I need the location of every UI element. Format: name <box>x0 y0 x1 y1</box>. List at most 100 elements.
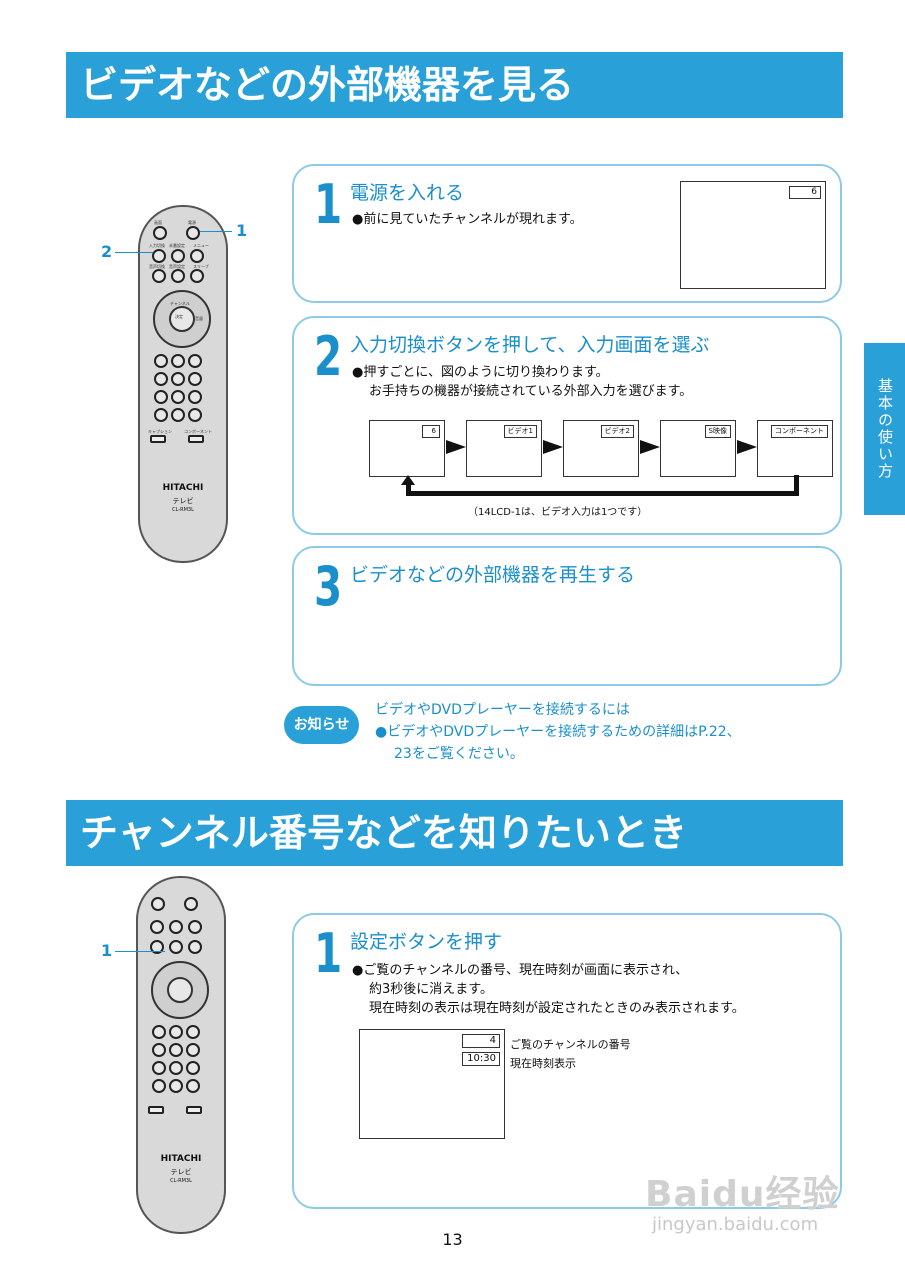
number-button <box>169 1079 183 1093</box>
channel-label: 6 <box>789 186 821 199</box>
number-button <box>169 1043 183 1057</box>
loop-line <box>794 475 799 496</box>
callout-1: 1 <box>101 941 113 960</box>
remote-button <box>151 897 165 911</box>
remote-label: 入力切換 <box>149 243 165 248</box>
remote-label: メニュー <box>193 243 209 248</box>
number-button <box>171 372 185 386</box>
number-button <box>169 1025 183 1039</box>
callout-line <box>115 951 165 952</box>
component-button <box>186 1106 202 1114</box>
remote-button <box>171 249 185 263</box>
menu-button <box>188 920 202 934</box>
remote-button <box>150 940 164 954</box>
screen-label: 6 <box>422 425 440 438</box>
input-screen: 6 <box>369 420 445 477</box>
step-text: お手持ちの機器が接続されている外部入力を選びます。 <box>369 384 693 399</box>
step-title: 入力切換ボタンを押して、入力画面を選ぶ <box>350 334 710 356</box>
number-button <box>186 1061 200 1075</box>
remote-label: キャプション <box>148 429 172 434</box>
page-number: 13 <box>442 1230 463 1249</box>
number-button <box>154 354 168 368</box>
remote-label: 決定 <box>175 314 183 319</box>
remote-button <box>153 226 167 240</box>
remote-control-illustration: 画面 電源 入力切換 未番設定 メニュー 音声切換 音声設定 スリープ 決定 チ… <box>138 205 228 563</box>
input-screen: コンポーネント <box>757 420 833 477</box>
remote-control-illustration: HITACHI テレビ CL-RM3L <box>136 876 226 1234</box>
info-badge: お知らせ <box>284 706 359 744</box>
sleep-button <box>190 269 204 283</box>
screen-label: ビデオ2 <box>600 425 634 438</box>
power-button <box>186 226 200 240</box>
arrow-right-icon <box>446 440 466 454</box>
remote-button <box>169 920 183 934</box>
dpad: 決定 チャンネル 音量 <box>153 290 211 348</box>
remote-brand: HITACHI <box>162 483 204 493</box>
remote-label: チャンネル <box>170 301 190 306</box>
callout-line <box>115 252 153 253</box>
channel-number: 4 <box>462 1034 500 1048</box>
loop-line <box>406 484 411 496</box>
select-button <box>169 306 195 332</box>
step-number: 1 <box>314 173 343 236</box>
step-title: 設定ボタンを押す <box>350 931 503 953</box>
input-switch-button <box>150 920 164 934</box>
remote-brand: HITACHI <box>160 1154 202 1164</box>
watermark-logo: Baidu经验 <box>645 1174 840 1215</box>
remote-button <box>169 940 183 954</box>
sleep-button <box>188 940 202 954</box>
section-title: チャンネル番号などを知りたいとき <box>66 800 843 866</box>
side-tab: 基本の使い方 <box>864 343 905 515</box>
number-button <box>186 1025 200 1039</box>
number-button <box>171 390 185 404</box>
number-button <box>152 1061 166 1075</box>
callout-1: 1 <box>236 221 248 240</box>
number-button <box>169 1061 183 1075</box>
step-3-box: 3 ビデオなどの外部機器を再生する <box>292 546 842 686</box>
number-button <box>171 408 185 422</box>
watermark-url: jingyan.baidu.com <box>652 1214 819 1235</box>
current-time: 10:30 <box>462 1052 500 1066</box>
loop-line <box>406 491 799 496</box>
power-button <box>184 897 198 911</box>
step-note: （14LCD-1は、ビデオ入力は1つです） <box>468 507 648 518</box>
number-button <box>154 390 168 404</box>
step-title: ビデオなどの外部機器を再生する <box>350 564 636 586</box>
remote-model-jp: テレビ <box>172 497 194 505</box>
arrow-right-icon <box>543 440 563 454</box>
number-button <box>152 1025 166 1039</box>
step-title: 電源を入れる <box>350 182 465 204</box>
number-button <box>188 372 202 386</box>
info-line: ●ビデオやDVDプレーヤーを接続するための詳細はP.22、 <box>375 724 741 740</box>
step-1-box: 1 設定ボタンを押す ●ご覧のチャンネルの番号、現在時刻が画面に表示され、 約3… <box>292 913 842 1209</box>
step-text: 現在時刻の表示は現在時刻が設定されたときのみ表示されます。 <box>369 1001 745 1016</box>
callout-2: 2 <box>101 242 113 261</box>
number-button <box>188 390 202 404</box>
component-button <box>188 435 204 443</box>
step-number: 3 <box>314 555 343 618</box>
remote-label: スリープ <box>193 264 209 269</box>
select-button <box>167 977 193 1003</box>
tv-screen: 4 10:30 <box>359 1029 505 1139</box>
screen-label: S映像 <box>704 425 731 438</box>
caption-button <box>150 435 166 443</box>
number-button <box>171 354 185 368</box>
info-line: 23をご覧ください。 <box>394 746 524 762</box>
number-button <box>186 1079 200 1093</box>
remote-label: 音量 <box>195 316 203 321</box>
remote-button <box>171 269 185 283</box>
input-switch-button <box>152 249 166 263</box>
channel-label: ご覧のチャンネルの番号 <box>510 1038 631 1051</box>
callout-line <box>200 231 232 232</box>
caption-button <box>148 1106 164 1114</box>
screen-label: ビデオ1 <box>503 425 537 438</box>
input-screen: S映像 <box>660 420 736 477</box>
number-button <box>186 1043 200 1057</box>
step-2-box: 2 入力切換ボタンを押して、入力画面を選ぶ ●押すごとに、図のように切り換わりま… <box>292 316 842 535</box>
remote-label: コンポーネント <box>184 429 212 434</box>
step-number: 2 <box>314 325 343 388</box>
remote-label: 音声切換 <box>149 264 165 269</box>
input-screen: ビデオ2 <box>563 420 639 477</box>
remote-model-jp: テレビ <box>170 1168 192 1176</box>
section-title: ビデオなどの外部機器を見る <box>66 52 843 118</box>
